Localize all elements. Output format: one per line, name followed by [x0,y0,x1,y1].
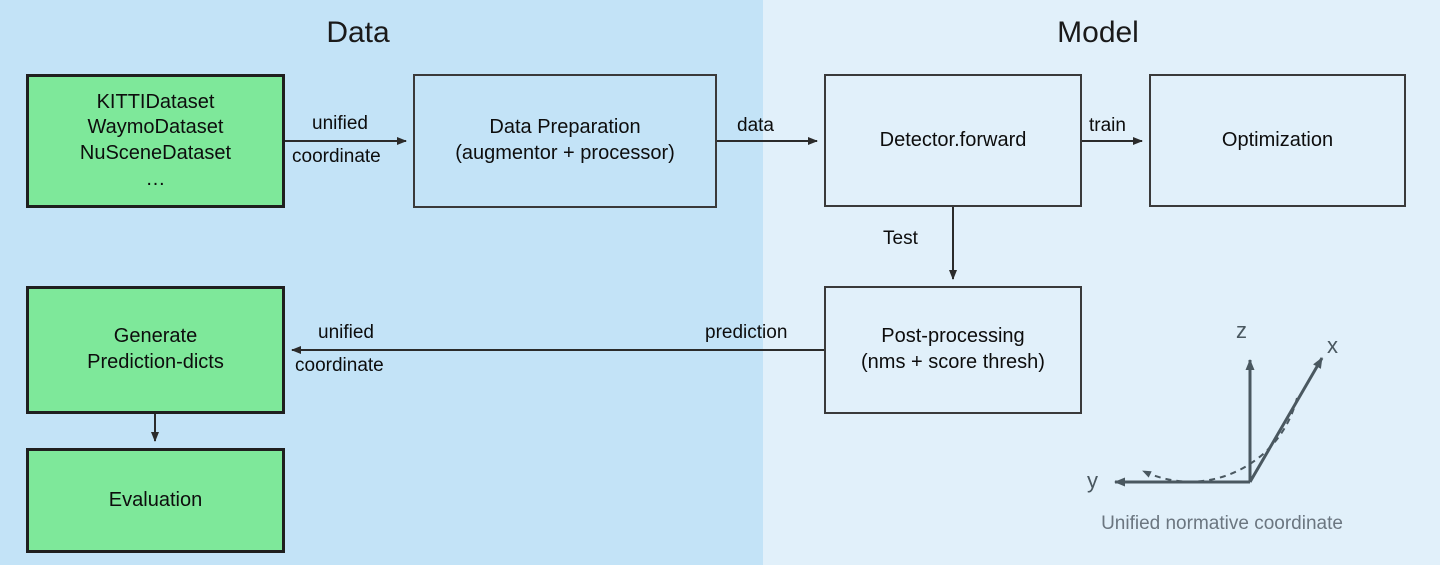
edge-label-prediction: prediction [705,322,788,343]
edge-label-test: Test [883,228,918,249]
node-generate-prediction-dicts-label: Generate Prediction-dicts [87,325,224,373]
node-data-preparation[interactable]: Data Preparation (augmentor + processor) [413,74,717,208]
axis-label-y: y [1087,468,1098,493]
node-data-preparation-label: Data Preparation (augmentor + processor) [455,116,675,164]
node-optimization-label: Optimization [1221,128,1334,151]
panel-data-title: Data [326,16,390,49]
node-optimization[interactable]: Optimization [1149,74,1406,207]
node-post-processing[interactable]: Post-processing (nms + score thresh) [824,286,1082,414]
node-detector-forward[interactable]: Detector.forward [824,74,1082,207]
axis-label-z: z [1236,318,1247,343]
edge-label-unified-bottom: unified [318,322,374,343]
node-evaluation-label: Evaluation [108,488,203,511]
edge-label-unified-top: unified [312,113,368,134]
edge-label-train: train [1089,115,1126,136]
edge-label-coordinate-top: coordinate [292,146,381,167]
node-datasets[interactable]: KITTIDataset WaymoDataset NuSceneDataset… [26,74,285,208]
coordinate-caption: Unified normative coordinate [1101,513,1343,534]
panel-model [763,0,1440,565]
node-post-processing-label: Post-processing (nms + score thresh) [861,325,1045,373]
edge-label-data: data [737,115,774,136]
node-detector-forward-label: Detector.forward [879,128,1027,151]
edge-label-coordinate-bottom: coordinate [295,355,384,376]
node-datasets-label: KITTIDataset WaymoDataset NuSceneDataset… [79,90,232,190]
node-evaluation[interactable]: Evaluation [26,448,285,553]
panel-model-title: Model [1057,16,1139,49]
axis-label-x: x [1327,333,1338,358]
node-generate-prediction-dicts[interactable]: Generate Prediction-dicts [26,286,285,414]
